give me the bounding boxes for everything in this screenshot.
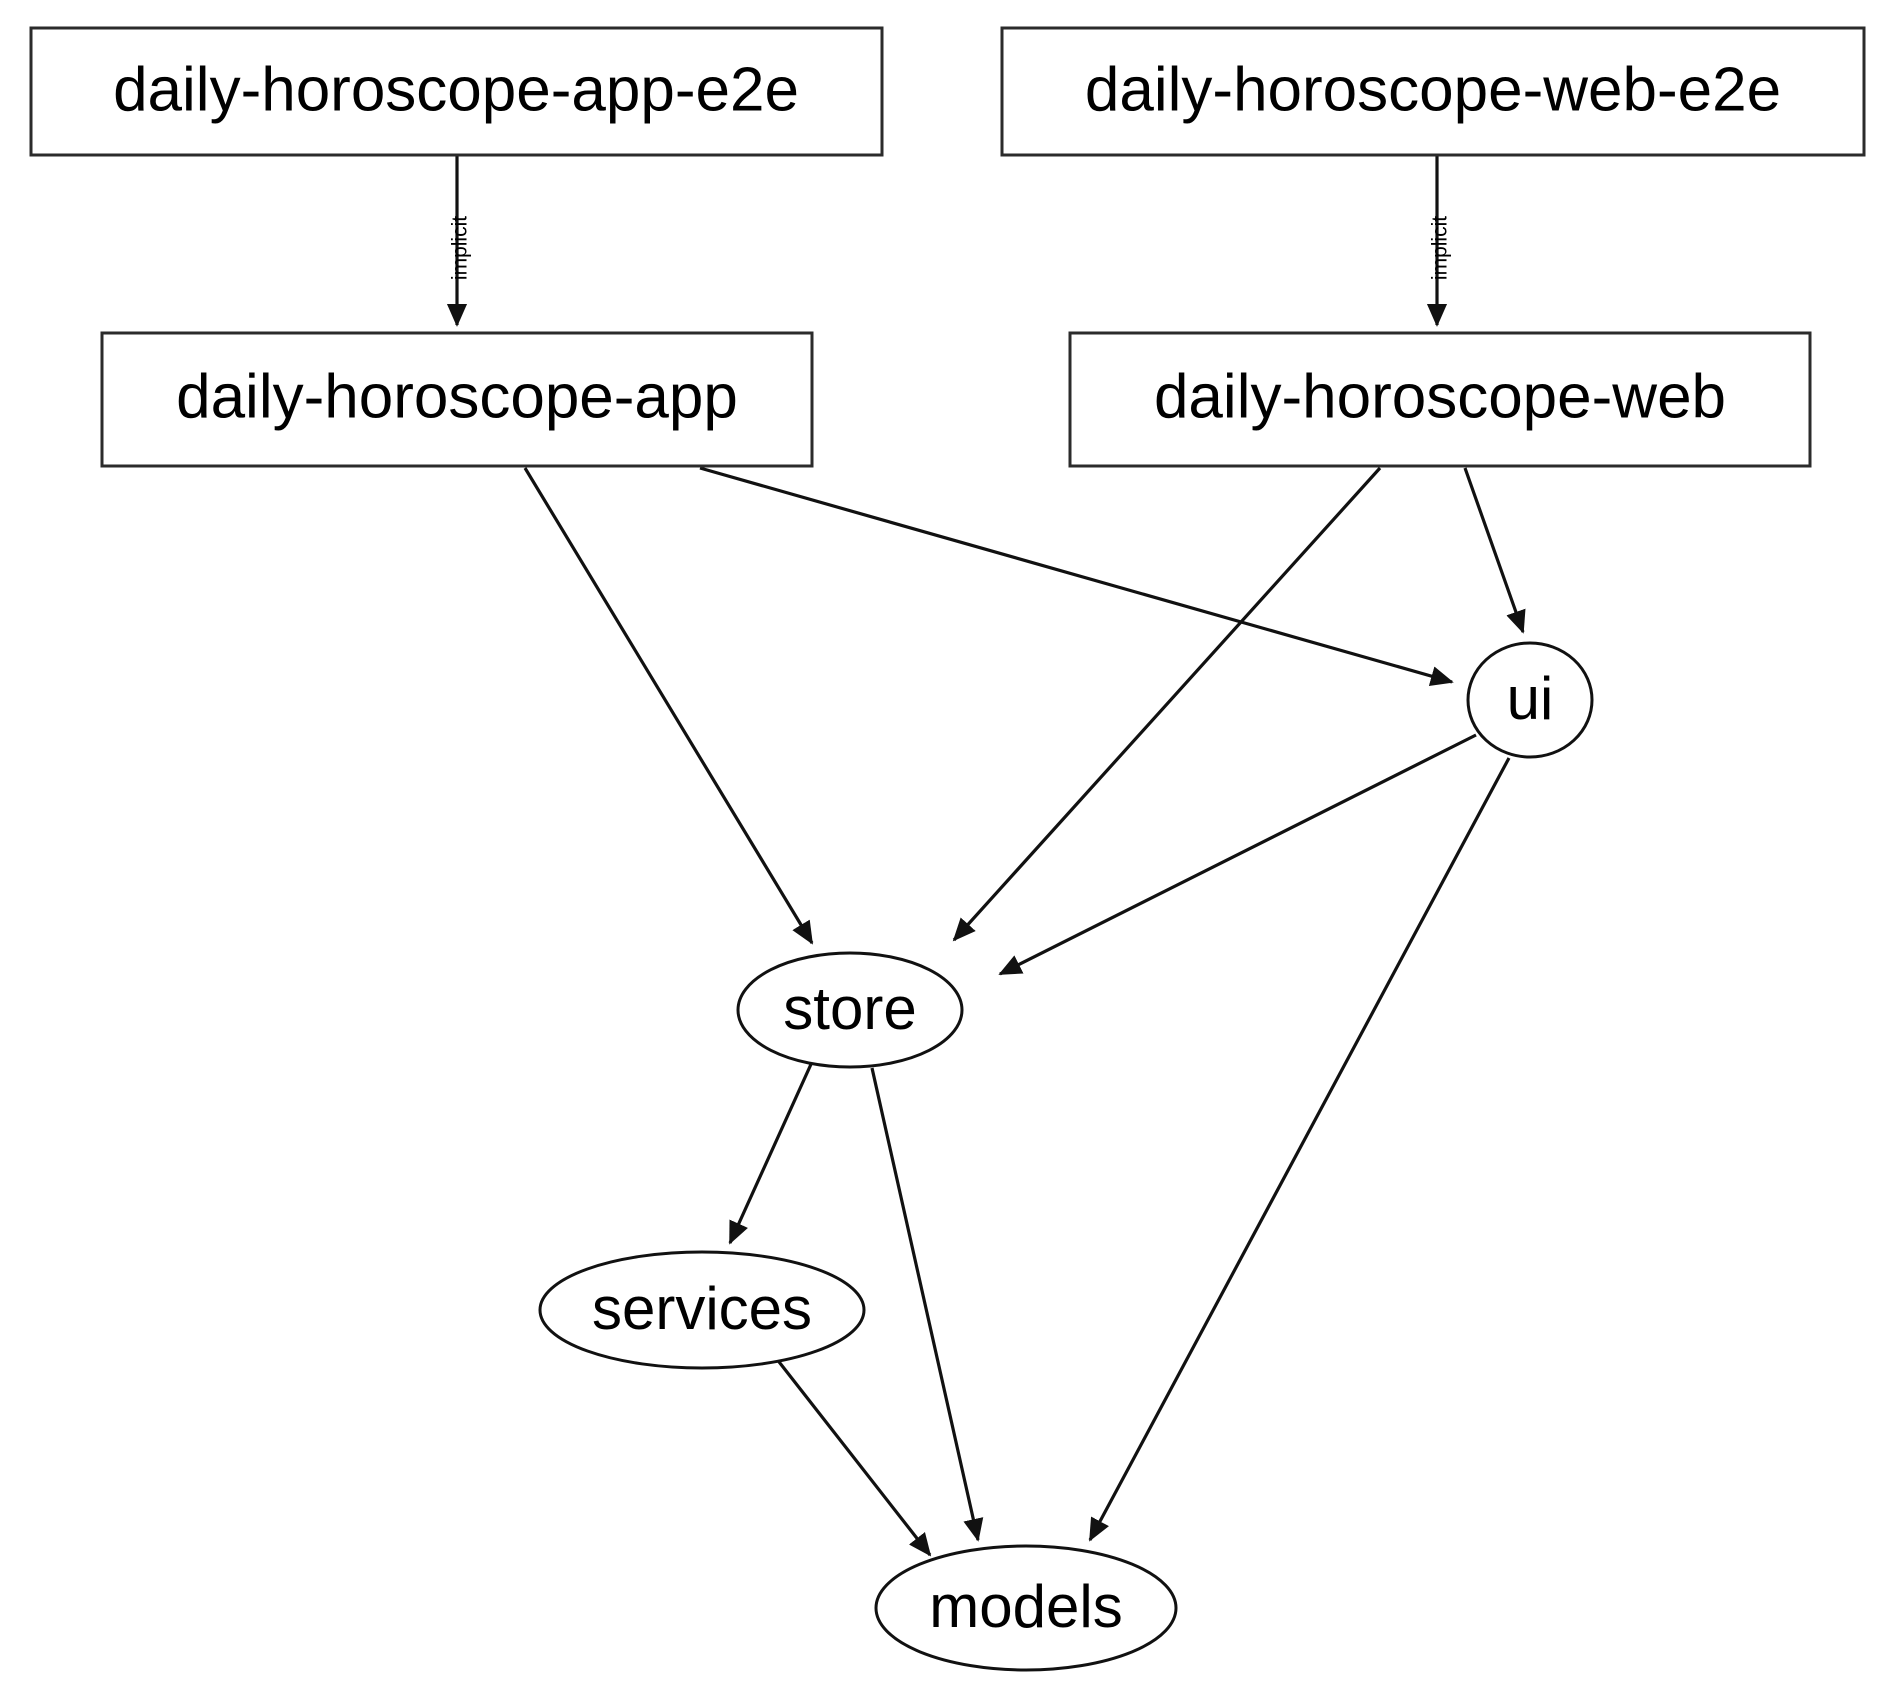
node-services[interactable]: services — [538, 1250, 866, 1370]
node-label-daily-horoscope-app: daily-horoscope-app — [176, 362, 738, 431]
edge-app-e2e-to-app: implicit — [446, 156, 472, 327]
node-daily-horoscope-app-e2e[interactable]: daily-horoscope-app-e2e — [29, 26, 884, 157]
node-models[interactable]: models — [874, 1544, 1178, 1672]
node-label-services: services — [592, 1275, 812, 1342]
node-layer: daily-horoscope-app-e2e daily-horoscope-… — [29, 26, 1866, 1672]
edge-web-e2e-to-web: implicit — [1426, 156, 1452, 327]
edge-ui-to-models — [1088, 757, 1511, 1542]
node-ui[interactable]: ui — [1466, 641, 1594, 759]
edge-store-to-models — [870, 1067, 984, 1542]
node-label-daily-horoscope-app-e2e: daily-horoscope-app-e2e — [113, 55, 799, 124]
node-label-ui: ui — [1507, 665, 1554, 732]
edge-label-implicit-web: implicit — [1429, 216, 1452, 280]
edge-web-to-store — [952, 466, 1382, 942]
edge-web-to-ui — [1463, 467, 1526, 634]
edge-store-to-services — [728, 1061, 814, 1245]
node-daily-horoscope-web[interactable]: daily-horoscope-web — [1068, 331, 1812, 468]
node-daily-horoscope-app[interactable]: daily-horoscope-app — [100, 331, 814, 468]
edge-app-to-store — [523, 467, 814, 945]
node-label-models: models — [929, 1573, 1122, 1640]
node-label-daily-horoscope-web: daily-horoscope-web — [1154, 362, 1726, 431]
edge-services-to-models — [774, 1357, 932, 1557]
edge-ui-to-store — [998, 733, 1477, 976]
edge-layer: implicit implicit — [446, 156, 1526, 1557]
node-daily-horoscope-web-e2e[interactable]: daily-horoscope-web-e2e — [1000, 26, 1866, 157]
node-store[interactable]: store — [736, 951, 964, 1069]
edge-label-implicit-app: implicit — [449, 216, 472, 280]
edge-app-to-ui — [699, 466, 1454, 686]
node-label-store: store — [783, 975, 916, 1042]
node-label-daily-horoscope-web-e2e: daily-horoscope-web-e2e — [1085, 55, 1781, 124]
